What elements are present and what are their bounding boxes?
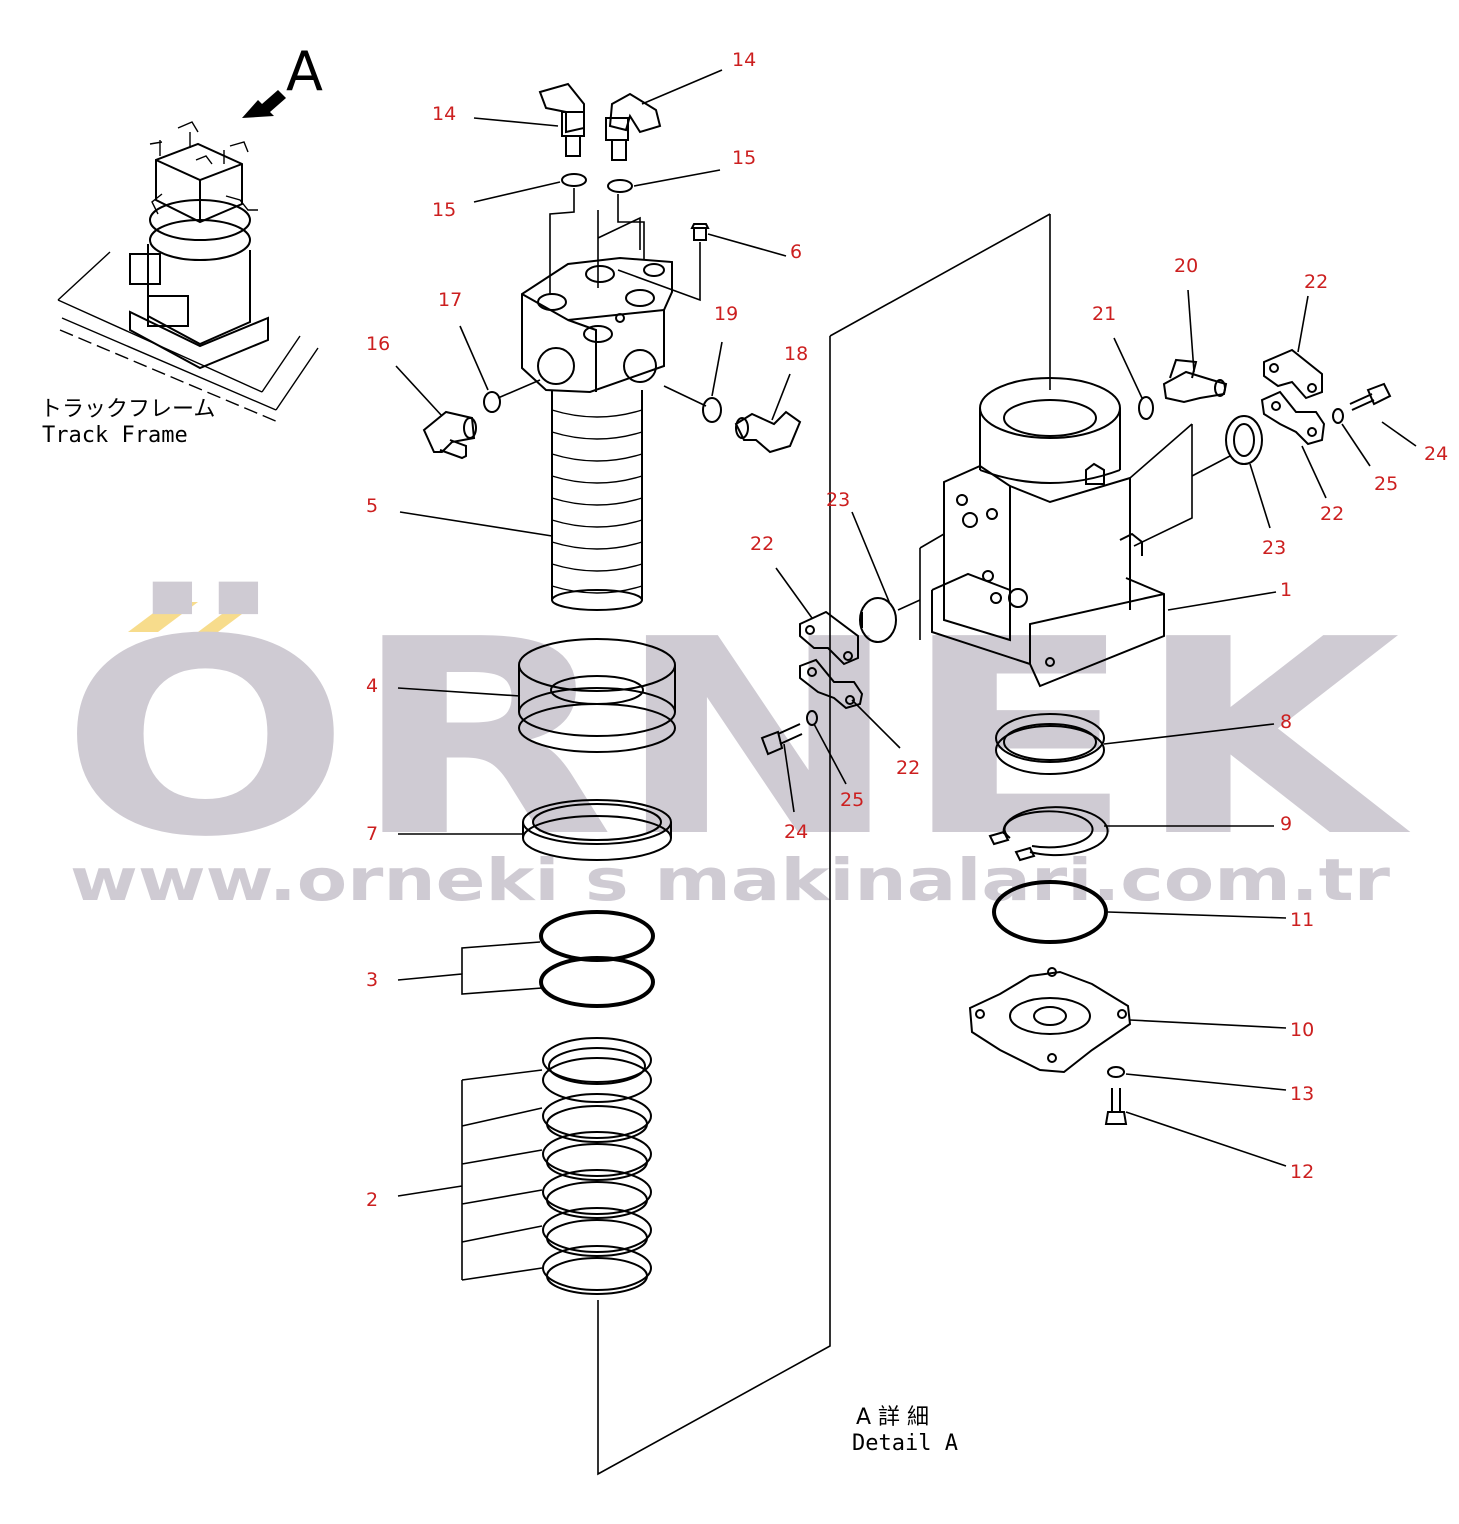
label-19: 19 [714, 303, 738, 325]
track-frame-inset: A トラックフレーム Track Frame [40, 40, 323, 448]
part-23-cap-left [859, 597, 897, 643]
detail-caption-jp: A 詳 細 [856, 1405, 929, 1430]
part-18-elbow [734, 410, 802, 454]
part-25-washer-right [1332, 408, 1344, 424]
watermark-accent-right [198, 602, 258, 632]
inset-lower-flange [147, 295, 189, 327]
label-23a: 23 [1262, 537, 1286, 559]
inset-head [155, 142, 243, 224]
label-14a: 14 [432, 103, 456, 125]
label-17: 17 [438, 289, 462, 311]
part-19-oring [702, 397, 722, 423]
label-2: 2 [366, 1189, 378, 1211]
part-6-plug [690, 223, 710, 241]
part-10-cover [968, 967, 1132, 1074]
label-15b: 15 [732, 147, 756, 169]
part-12-bolt [1104, 1088, 1128, 1125]
part-13-washer [1107, 1066, 1125, 1078]
label-22a: 22 [1304, 271, 1328, 293]
inset-body [147, 244, 251, 346]
part-14-elbow-left [538, 82, 585, 157]
part-3-oring-1 [539, 910, 655, 962]
label-22b: 22 [1320, 503, 1344, 525]
part-22-clamp-left-top [799, 610, 859, 666]
view-arrow-icon [242, 90, 286, 118]
label-23b: 23 [826, 489, 850, 511]
inset-elbow-3 [149, 140, 163, 156]
label-15a: 15 [432, 199, 456, 221]
label-4: 4 [366, 675, 378, 697]
part-1-housing [931, 377, 1165, 688]
part-4-seal [518, 638, 676, 753]
label-1: 1 [1280, 579, 1292, 601]
label-7: 7 [366, 823, 378, 845]
part-15-oring-right [607, 179, 633, 193]
watermark-brand: ÖRNEK [60, 579, 1413, 896]
label-12: 12 [1290, 1161, 1314, 1183]
label-24a: 24 [1424, 443, 1448, 465]
label-20: 20 [1174, 255, 1198, 277]
inset-head-edges [155, 159, 243, 222]
inset-elbow-1 [177, 121, 199, 148]
label-9: 9 [1280, 813, 1292, 835]
part-14-elbow-right [605, 92, 662, 161]
part-labels: 14 14 15 15 6 17 19 16 18 5 4 7 3 2 20 2… [366, 49, 1448, 1211]
part-24-bolt-left [760, 723, 803, 756]
detail-marker: A [286, 40, 323, 103]
label-leaders [395, 69, 1417, 1281]
part-22-clamp-right-top [1263, 348, 1323, 400]
detail-caption-en: Detail A [852, 1431, 958, 1456]
label-24b: 24 [784, 821, 808, 843]
label-16: 16 [366, 333, 390, 355]
label-10: 10 [1290, 1019, 1314, 1041]
part-3-oring-2 [539, 956, 655, 1008]
label-25b: 25 [840, 789, 864, 811]
part-21-oring [1138, 396, 1154, 420]
part-25-washer-left [806, 710, 818, 726]
label-22c: 22 [750, 533, 774, 555]
track-frame-outline [57, 251, 319, 411]
assembly-lines [497, 188, 1231, 1476]
part-11-oring [992, 880, 1108, 944]
label-14b: 14 [732, 49, 756, 71]
inset-base [129, 310, 269, 370]
part-24-bolt-right [1349, 382, 1392, 411]
label-3: 3 [366, 969, 378, 991]
part-23-flange-right [1225, 415, 1263, 465]
part-16-elbow [422, 410, 477, 460]
part-17-oring [483, 391, 501, 413]
watermark-url: www.orneki s makinalari.com.tr [70, 846, 1390, 914]
watermark: ÖRNEK www.orneki s makinalari.com.tr [60, 579, 1413, 914]
label-22d: 22 [896, 757, 920, 779]
label-25a: 25 [1374, 473, 1398, 495]
part-20-fitting [1162, 358, 1228, 404]
part-9-snap-ring [988, 806, 1109, 862]
part-5-rotor [521, 256, 673, 611]
inset-caption-jp: トラックフレーム [40, 397, 215, 422]
label-13: 13 [1290, 1083, 1314, 1105]
inset-elbow-2 [223, 141, 249, 164]
part-7-ring [522, 799, 672, 861]
part-2-ring-stack [542, 1037, 652, 1295]
watermark-accent-left [128, 602, 198, 632]
inset-elbow-4 [225, 195, 258, 211]
label-6: 6 [790, 241, 802, 263]
label-8: 8 [1280, 711, 1292, 733]
inset-elbow-6 [195, 155, 213, 165]
label-21: 21 [1092, 303, 1116, 325]
label-18: 18 [784, 343, 808, 365]
inset-caption-en: Track Frame [42, 423, 188, 448]
inset-side-flange [129, 253, 161, 285]
label-11: 11 [1290, 909, 1314, 931]
inset-elbow-5 [151, 193, 163, 215]
part-22-clamp-left-bottom [799, 658, 864, 710]
part-22-clamp-right-bottom [1260, 390, 1326, 446]
label-5: 5 [366, 495, 378, 517]
part-15-oring-left [561, 173, 587, 187]
part-8-ring [995, 713, 1105, 775]
